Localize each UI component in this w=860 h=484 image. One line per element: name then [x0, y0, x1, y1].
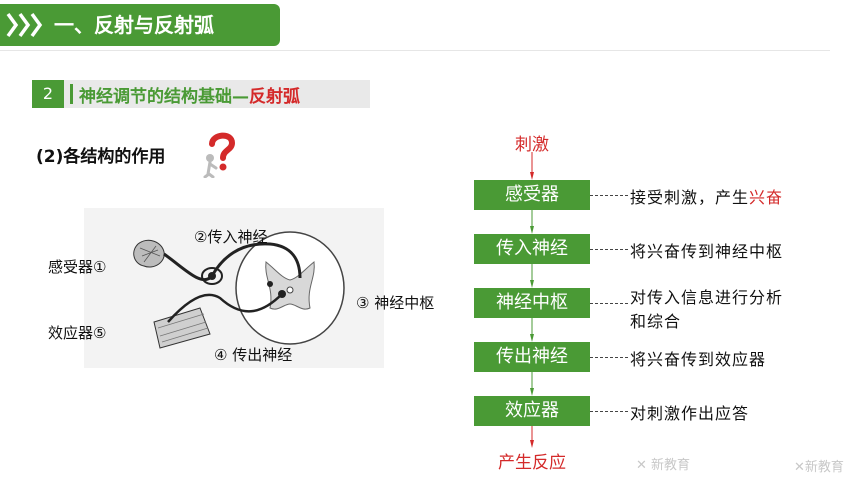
- sub-header-highlight: 反射弧: [249, 86, 300, 107]
- flow-step-receptor: 感受器: [474, 180, 590, 210]
- header-bar: 一、反射与反射弧: [0, 4, 280, 46]
- flow-top-label: 刺激: [515, 135, 549, 155]
- label-efferent-nerve: ④ 传出神经: [214, 346, 293, 364]
- chevrons-icon: [6, 12, 43, 38]
- dash-3: [590, 357, 628, 358]
- flow-step-efferent: 传出神经: [474, 342, 590, 372]
- question-mark-icon: [203, 132, 236, 178]
- flow-arrow-5: [530, 426, 534, 448]
- label-receptor: 感受器①: [48, 258, 107, 276]
- flow-step-afferent: 传入神经: [474, 234, 590, 264]
- desc-efferent: 将兴奋传到效应器: [630, 350, 767, 369]
- sub-header-number: 2: [32, 80, 64, 108]
- desc-center-line2: 和综合: [630, 312, 682, 331]
- header-divider: [0, 50, 830, 51]
- flow-bottom-label: 产生反应: [498, 453, 566, 473]
- desc-effector: 对刺激作出应答: [630, 404, 750, 423]
- sub-header: 2 神经调节的结构基础—反射弧: [32, 80, 370, 108]
- watermark-icon: ✕: [636, 458, 647, 473]
- flow-step-effector: 效应器: [474, 396, 590, 426]
- desc-receptor-text: 接受刺激，产生: [630, 188, 750, 207]
- flow-arrow-1: [530, 210, 534, 234]
- label-afferent-nerve: ②传入神经: [194, 228, 268, 246]
- sub-header-text: 神经调节的结构基础—反射弧: [79, 82, 300, 107]
- flow-step-center: 神经中枢: [474, 288, 590, 318]
- watermark-center: ✕ 新教育: [636, 454, 690, 473]
- watermark-corner-icon: ✕: [794, 460, 805, 475]
- desc-center: 对传入信息进行分析: [630, 288, 784, 307]
- desc-receptor: 接受刺激，产生兴奋: [630, 184, 783, 208]
- section-title: (2)各结构的作用: [36, 147, 166, 167]
- sub-header-main: 神经调节的结构基础—: [79, 86, 249, 107]
- label-nerve-center: ③ 神经中枢: [356, 294, 435, 312]
- dash-2: [590, 303, 628, 304]
- page-title: 一、反射与反射弧: [54, 13, 214, 37]
- label-effector: 效应器⑤: [48, 324, 107, 342]
- dash-0: [590, 195, 628, 196]
- flow-arrow-0: [530, 152, 534, 180]
- reflex-arc-drawing: [84, 208, 384, 368]
- flow-arrow-2: [530, 264, 534, 288]
- flow-arrow-4: [530, 372, 534, 396]
- reflex-arc-diagram: 感受器① ②传入神经 ③ 神经中枢 效应器⑤ ④ 传出神经: [44, 208, 464, 368]
- flow-arrow-3: [530, 318, 534, 342]
- watermark-corner-text: 新教育: [804, 460, 844, 475]
- watermark-text: 新教育: [651, 458, 691, 473]
- desc-receptor-highlight: 兴奋: [749, 188, 784, 207]
- watermark-corner: ✕新教育: [794, 456, 844, 475]
- desc-afferent: 将兴奋传到神经中枢: [630, 242, 784, 261]
- sub-header-separator: [70, 84, 73, 104]
- dash-4: [590, 411, 628, 412]
- dash-1: [590, 249, 628, 250]
